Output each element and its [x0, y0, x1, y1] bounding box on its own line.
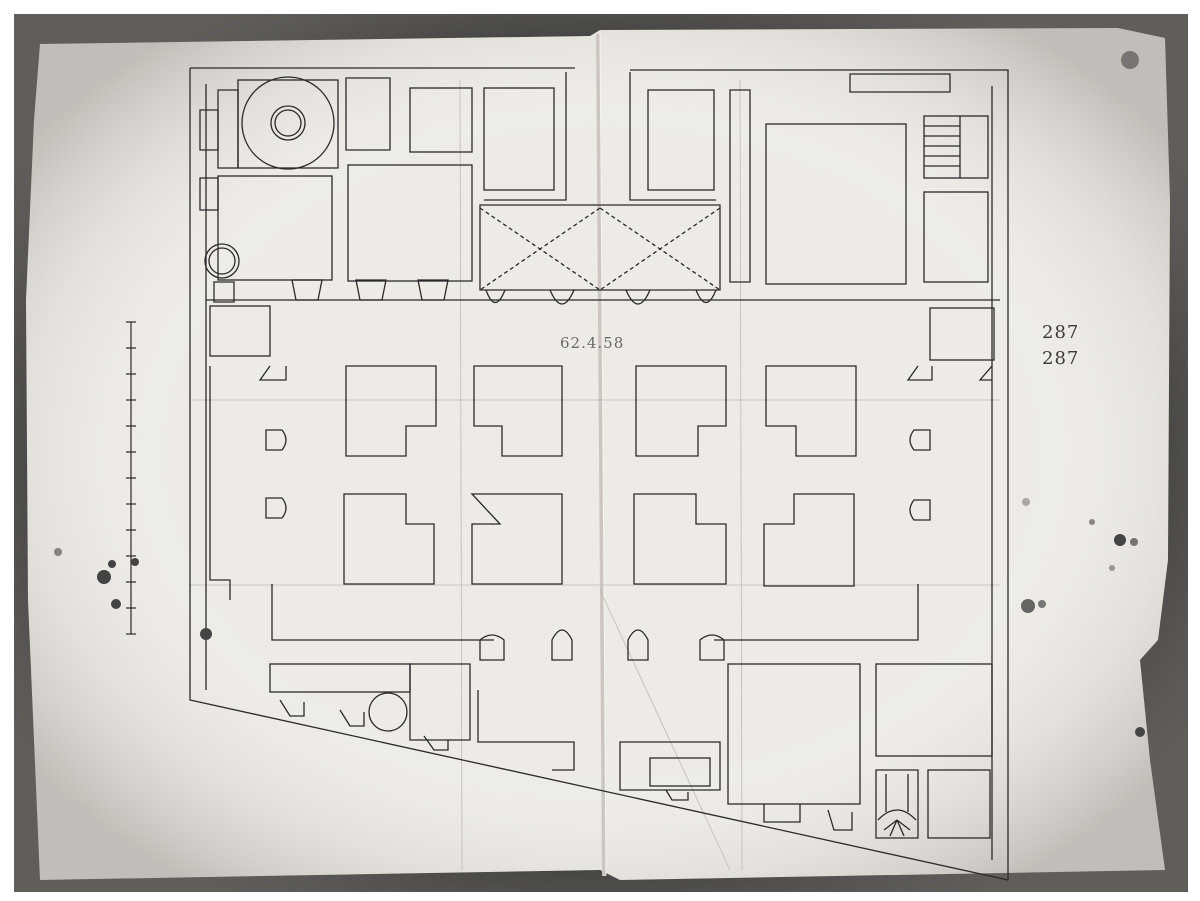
sheet-number-repeat: 287: [1042, 348, 1080, 369]
nw-stair-turret: [204, 243, 240, 279]
catalog-number: 62.4.58: [560, 334, 625, 352]
ink-stains: [54, 51, 1145, 737]
ne-hall: [765, 123, 907, 285]
stair-treads: [924, 116, 961, 178]
se-hall: [727, 663, 861, 805]
courtyard-piers: [343, 365, 857, 587]
construction-lines: [190, 79, 1000, 871]
nw-room: [217, 175, 333, 281]
se-room: [875, 663, 993, 757]
nw-hall: [347, 164, 473, 282]
center-fold: [596, 33, 606, 877]
ne-stair: [923, 115, 989, 179]
fold-highlight: [599, 33, 607, 877]
sw-stair-turret: [368, 692, 408, 732]
se-spiral-stair: [875, 769, 919, 839]
plan-ink: [189, 67, 1009, 881]
north-cross-vaults: [479, 204, 721, 305]
outer-wall: [189, 67, 1009, 881]
sheet-number: 287: [1042, 322, 1080, 343]
scale-bar: [126, 321, 136, 635]
